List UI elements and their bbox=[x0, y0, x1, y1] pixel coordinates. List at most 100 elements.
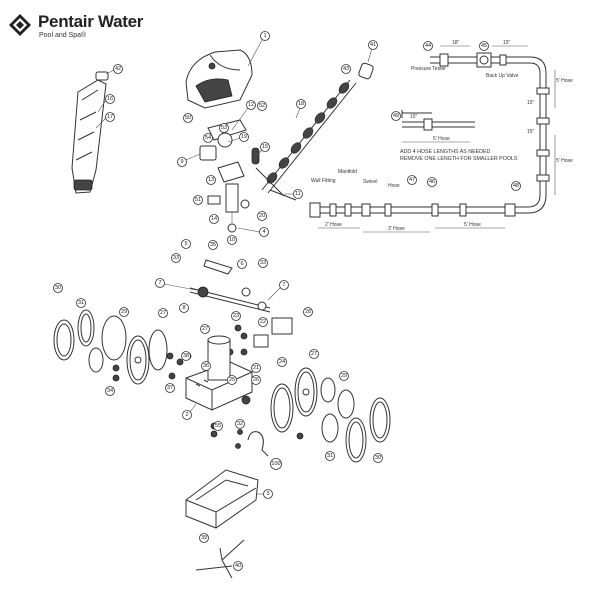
svg-text:27: 27 bbox=[202, 326, 208, 332]
brand-name: Pentair Water bbox=[38, 12, 144, 31]
svg-text:100: 100 bbox=[271, 461, 280, 467]
svg-text:48: 48 bbox=[513, 183, 519, 189]
axle-assembly bbox=[189, 259, 293, 356]
svg-text:17: 17 bbox=[107, 114, 113, 120]
hose-note-line-2: REMOVE ONE LENGTH FOR SMALLER POOLS bbox=[400, 156, 518, 162]
svg-text:51: 51 bbox=[195, 197, 201, 203]
svg-text:2: 2 bbox=[185, 412, 188, 418]
svg-text:55: 55 bbox=[215, 423, 221, 429]
callout-29: 29 bbox=[119, 307, 129, 317]
tool-part bbox=[195, 539, 245, 579]
callout-18: 18 bbox=[295, 99, 306, 119]
pentair-logo-icon bbox=[9, 14, 31, 36]
dim-right-4: 5' Hose bbox=[556, 158, 573, 164]
svg-text:43: 43 bbox=[343, 66, 349, 72]
callout-labels: 1 2 3 4 5 6 7 7 8 9 10 11 12 13 14 15 16… bbox=[53, 31, 521, 571]
callout-20: 20 bbox=[257, 211, 267, 221]
callout-7: 7 bbox=[155, 278, 197, 291]
callout-51: 51 bbox=[193, 195, 203, 205]
svg-text:33: 33 bbox=[173, 255, 179, 261]
svg-text:24: 24 bbox=[279, 359, 285, 365]
callout-32: 32 bbox=[235, 419, 245, 429]
svg-text:20: 20 bbox=[259, 213, 265, 219]
svg-text:10: 10 bbox=[229, 237, 235, 243]
callout-28: 28 bbox=[303, 307, 313, 317]
svg-text:52: 52 bbox=[259, 103, 265, 109]
svg-text:11: 11 bbox=[295, 191, 301, 197]
callout-41: 41 bbox=[367, 40, 378, 63]
callout-44: 44 bbox=[423, 41, 433, 51]
callout-31b: 31 bbox=[325, 451, 335, 461]
callout-15: 15 bbox=[255, 142, 270, 157]
brand-subtitle: Pool and Spa® bbox=[39, 32, 87, 39]
svg-text:44: 44 bbox=[425, 43, 431, 49]
svg-text:29: 29 bbox=[121, 309, 127, 315]
svg-text:23: 23 bbox=[233, 313, 239, 319]
svg-text:54: 54 bbox=[205, 135, 211, 141]
callout-27b: 27 bbox=[200, 324, 210, 334]
callout-39: 39 bbox=[199, 533, 209, 543]
top-cover-part bbox=[185, 49, 253, 109]
svg-text:22: 22 bbox=[260, 319, 266, 325]
label-back-up-valve: Back Up Valve bbox=[486, 73, 519, 79]
callout-10: 10 bbox=[227, 235, 237, 245]
callout-26: 26 bbox=[251, 375, 261, 385]
base-tray-part bbox=[185, 469, 259, 529]
hose-note-line-1: ADD 4 HOSE LENGTHS AS NEEDED bbox=[400, 149, 491, 155]
callout-3: 3 bbox=[256, 489, 273, 499]
callout-2: 2 bbox=[182, 403, 197, 420]
svg-text:45: 45 bbox=[481, 43, 487, 49]
callout-27: 27 bbox=[158, 308, 168, 318]
feed-hose-part bbox=[261, 62, 374, 201]
callout-17: 17 bbox=[95, 112, 115, 129]
svg-text:31: 31 bbox=[78, 300, 84, 306]
dim-right-1: 5' Hose bbox=[556, 78, 573, 84]
callout-30b: 30 bbox=[373, 453, 383, 463]
callout-33: 33 bbox=[171, 253, 181, 263]
callout-25: 25 bbox=[227, 375, 237, 385]
callout-7b: 7 bbox=[267, 280, 289, 301]
svg-text:53: 53 bbox=[221, 125, 227, 131]
svg-text:26: 26 bbox=[253, 377, 259, 383]
svg-text:1: 1 bbox=[263, 33, 266, 39]
svg-text:8: 8 bbox=[182, 305, 185, 311]
svg-text:40: 40 bbox=[235, 563, 241, 569]
dim-mid-2: 5' Hose bbox=[433, 136, 450, 142]
label-wall-fitting: Wall Fitting bbox=[311, 178, 336, 184]
dim-bottom-3: 5' Hose bbox=[464, 222, 481, 228]
filter-bag-part bbox=[71, 71, 109, 194]
svg-text:4: 4 bbox=[262, 229, 265, 235]
callout-13: 13 bbox=[206, 175, 216, 185]
callout-9: 9 bbox=[177, 153, 201, 167]
label-manifold: Manifold bbox=[338, 169, 357, 175]
callout-31: 31 bbox=[76, 298, 86, 308]
callout-35: 35 bbox=[208, 240, 218, 250]
svg-text:32: 32 bbox=[237, 421, 243, 427]
svg-text:7: 7 bbox=[282, 282, 285, 288]
callout-52: 52 bbox=[257, 101, 267, 111]
callout-53: 53 bbox=[219, 123, 229, 133]
callout-50: 50 bbox=[183, 113, 193, 123]
svg-text:15: 15 bbox=[262, 144, 268, 150]
callout-34: 34 bbox=[105, 386, 115, 396]
svg-text:30: 30 bbox=[375, 455, 381, 461]
callout-33b: 33 bbox=[258, 258, 268, 268]
svg-text:38: 38 bbox=[183, 353, 189, 359]
svg-text:50: 50 bbox=[185, 115, 191, 121]
callout-16: 16 bbox=[97, 94, 115, 113]
svg-text:16: 16 bbox=[107, 96, 113, 102]
svg-text:12: 12 bbox=[248, 102, 254, 108]
brand-logo: Pentair Water Pool and Spa® bbox=[8, 10, 168, 46]
callout-36: 36 bbox=[201, 361, 211, 371]
callout-40: 40 bbox=[233, 561, 243, 571]
svg-text:18: 18 bbox=[298, 101, 304, 107]
callout-38: 38 bbox=[181, 351, 191, 361]
svg-text:46: 46 bbox=[429, 179, 435, 185]
svg-text:14: 14 bbox=[211, 216, 217, 222]
callout-37: 37 bbox=[165, 383, 175, 393]
svg-text:37: 37 bbox=[167, 385, 173, 391]
svg-text:30: 30 bbox=[55, 285, 61, 291]
callout-29b: 29 bbox=[339, 371, 349, 381]
callout-8: 8 bbox=[179, 303, 189, 313]
